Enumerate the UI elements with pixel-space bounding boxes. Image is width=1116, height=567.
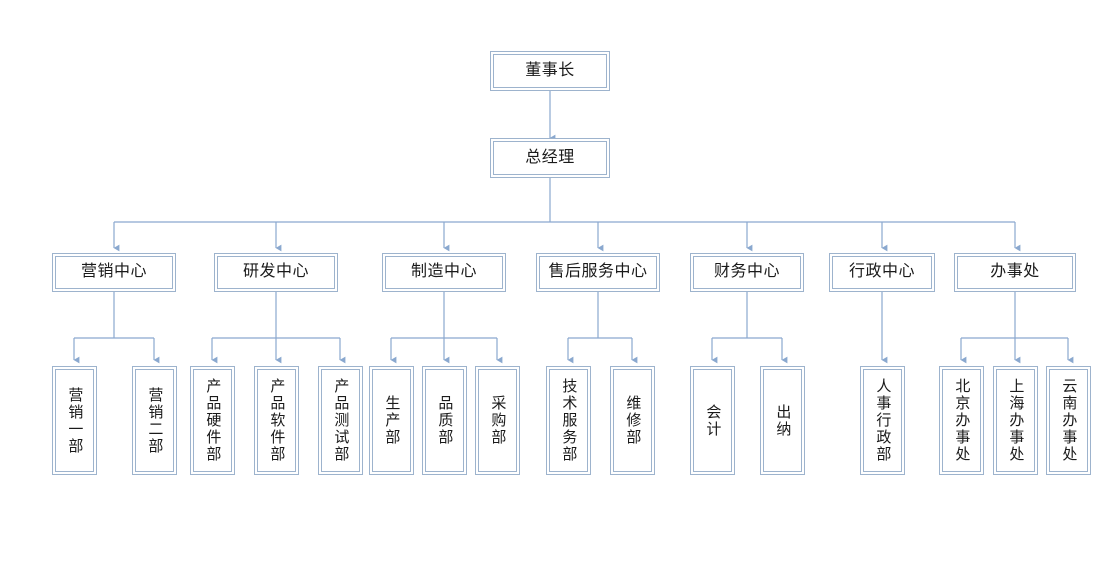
node-product-hardware-dept-label: 产品硬件部 xyxy=(204,378,222,463)
node-admin-center-label: 行政中心 xyxy=(848,263,915,281)
node-manufacturing-center-inner: 制造中心 xyxy=(385,256,503,289)
node-product-testing-dept[interactable]: 产品测试部 xyxy=(318,366,363,475)
node-yunnan-office-inner: 云南办事处 xyxy=(1049,369,1088,472)
node-marketing-center-inner: 营销中心 xyxy=(55,256,173,289)
node-hr-admin-dept-label: 人事行政部 xyxy=(874,378,892,463)
node-quality-dept-inner: 品质部 xyxy=(425,369,464,472)
node-marketing-dept-1-label: 营销一部 xyxy=(66,386,84,455)
node-marketing-dept-1-inner: 营销一部 xyxy=(55,369,94,472)
node-marketing-dept-2[interactable]: 营销二部 xyxy=(132,366,177,475)
node-purchasing-dept[interactable]: 采购部 xyxy=(475,366,520,475)
node-general-manager-inner: 总经理 xyxy=(493,141,607,175)
node-admin-center[interactable]: 行政中心 xyxy=(829,253,935,292)
node-marketing-dept-1[interactable]: 营销一部 xyxy=(52,366,97,475)
node-shanghai-office-label: 上海办事处 xyxy=(1007,378,1025,463)
node-rnd-center[interactable]: 研发中心 xyxy=(214,253,338,292)
node-branch-offices-inner: 办事处 xyxy=(957,256,1073,289)
node-aftersales-center-label: 售后服务中心 xyxy=(548,263,648,281)
node-branch-offices-label: 办事处 xyxy=(990,263,1040,281)
node-technical-service-dept-label: 技术服务部 xyxy=(560,378,578,463)
node-product-software-dept[interactable]: 产品软件部 xyxy=(254,366,299,475)
node-shanghai-office-inner: 上海办事处 xyxy=(996,369,1035,472)
node-rnd-center-label: 研发中心 xyxy=(242,263,309,281)
node-product-hardware-dept-inner: 产品硬件部 xyxy=(193,369,232,472)
node-production-dept[interactable]: 生产部 xyxy=(369,366,414,475)
node-finance-center-label: 财务中心 xyxy=(713,263,780,281)
node-maintenance-dept[interactable]: 维修部 xyxy=(610,366,655,475)
node-finance-center[interactable]: 财务中心 xyxy=(690,253,804,292)
node-general-manager[interactable]: 总经理 xyxy=(490,138,610,178)
node-maintenance-dept-label: 维修部 xyxy=(624,395,642,446)
node-cashier[interactable]: 出纳 xyxy=(760,366,805,475)
node-production-dept-label: 生产部 xyxy=(383,395,401,446)
node-chairman[interactable]: 董事长 xyxy=(490,51,610,91)
node-aftersales-center-inner: 售后服务中心 xyxy=(539,256,657,289)
node-maintenance-dept-inner: 维修部 xyxy=(613,369,652,472)
node-beijing-office-inner: 北京办事处 xyxy=(942,369,981,472)
node-manufacturing-center-label: 制造中心 xyxy=(410,263,477,281)
node-production-dept-inner: 生产部 xyxy=(372,369,411,472)
node-branch-offices[interactable]: 办事处 xyxy=(954,253,1076,292)
node-marketing-center-label: 营销中心 xyxy=(80,263,147,281)
node-product-testing-dept-inner: 产品测试部 xyxy=(321,369,360,472)
node-marketing-dept-2-label: 营销二部 xyxy=(146,386,164,455)
node-chairman-inner: 董事长 xyxy=(493,54,607,88)
node-manufacturing-center[interactable]: 制造中心 xyxy=(382,253,506,292)
node-purchasing-dept-label: 采购部 xyxy=(489,395,507,446)
node-accounting-label: 会计 xyxy=(704,403,722,438)
node-marketing-dept-2-inner: 营销二部 xyxy=(135,369,174,472)
node-product-software-dept-inner: 产品软件部 xyxy=(257,369,296,472)
node-product-software-dept-label: 产品软件部 xyxy=(268,378,286,463)
node-marketing-center[interactable]: 营销中心 xyxy=(52,253,176,292)
node-general-manager-label: 总经理 xyxy=(525,148,575,166)
node-technical-service-dept-inner: 技术服务部 xyxy=(549,369,588,472)
node-finance-center-inner: 财务中心 xyxy=(693,256,801,289)
node-cashier-label: 出纳 xyxy=(774,403,792,438)
node-shanghai-office[interactable]: 上海办事处 xyxy=(993,366,1038,475)
node-cashier-inner: 出纳 xyxy=(763,369,802,472)
node-quality-dept-label: 品质部 xyxy=(436,395,454,446)
node-admin-center-inner: 行政中心 xyxy=(832,256,932,289)
node-hr-admin-dept-inner: 人事行政部 xyxy=(863,369,902,472)
node-beijing-office-label: 北京办事处 xyxy=(953,378,971,463)
node-yunnan-office-label: 云南办事处 xyxy=(1060,378,1078,463)
node-product-hardware-dept[interactable]: 产品硬件部 xyxy=(190,366,235,475)
node-purchasing-dept-inner: 采购部 xyxy=(478,369,517,472)
node-product-testing-dept-label: 产品测试部 xyxy=(332,378,350,463)
node-accounting-inner: 会计 xyxy=(693,369,732,472)
node-chairman-label: 董事长 xyxy=(525,61,575,79)
node-accounting[interactable]: 会计 xyxy=(690,366,735,475)
node-quality-dept[interactable]: 品质部 xyxy=(422,366,467,475)
node-beijing-office[interactable]: 北京办事处 xyxy=(939,366,984,475)
node-aftersales-center[interactable]: 售后服务中心 xyxy=(536,253,660,292)
node-rnd-center-inner: 研发中心 xyxy=(217,256,335,289)
node-hr-admin-dept[interactable]: 人事行政部 xyxy=(860,366,905,475)
node-technical-service-dept[interactable]: 技术服务部 xyxy=(546,366,591,475)
node-yunnan-office[interactable]: 云南办事处 xyxy=(1046,366,1091,475)
